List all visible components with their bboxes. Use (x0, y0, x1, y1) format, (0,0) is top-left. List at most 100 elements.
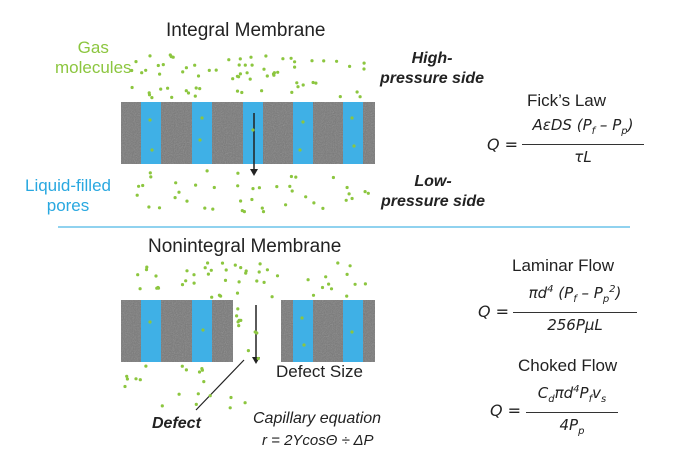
gas-molecule-dot (239, 199, 243, 203)
gas-molecule-dot (362, 67, 366, 71)
gas-molecule-dot (322, 59, 326, 63)
ficks-lhs: Q = (487, 135, 519, 154)
gas-molecule-dot (298, 148, 302, 152)
high-pressure-label: High- pressure side (380, 50, 485, 87)
gas-molecule-dot (148, 118, 152, 122)
gas-molecule-dot (301, 83, 305, 87)
gas-molecule-dot (236, 184, 240, 188)
gas-molecule-dot (350, 196, 354, 201)
gas-molecule-dot (288, 184, 292, 188)
gas-molecule-dot (173, 196, 177, 200)
gas-molecule-dot (296, 85, 300, 89)
gas-molecule-dot (257, 270, 261, 274)
laminar-num-c: – P (576, 284, 603, 302)
choked-numerator: Cdπd4Pfvs (526, 381, 618, 409)
gas-molecule-dot (240, 90, 244, 95)
gas-molecule-dot (227, 58, 231, 62)
nonintegral-left-texture (121, 300, 233, 362)
gas-molecule-dot (177, 392, 181, 396)
gas-molecule-dot (125, 377, 129, 381)
gas-molecule-dot (201, 328, 205, 332)
gas-molecule-dot (281, 57, 285, 61)
gas-molecule-dot (347, 192, 351, 196)
gas-molecule-dot (141, 183, 145, 188)
gas-molecule-dot (231, 77, 235, 81)
gas-molecule-dot (335, 59, 339, 63)
gas-molecule-dot (237, 63, 241, 67)
gas-molecule-dot (192, 273, 196, 277)
laminar-num-d: ) (615, 284, 622, 302)
choked-num-sup4: 4 (573, 384, 580, 395)
gas-molecule-dot (238, 57, 242, 61)
capillary-label: Capillary equation (253, 410, 382, 427)
integral-arrow-head (250, 169, 258, 176)
integral-pore-3 (243, 102, 263, 164)
gas-molecule-dot (223, 278, 228, 282)
choked-den-a: 4P (559, 416, 579, 434)
gas-molecule-dot (149, 175, 153, 179)
choked-fraction: Cdπd4Pfvs 4Pp (526, 381, 618, 441)
gas-molecule-dot (123, 384, 127, 389)
gas-molecule-dot (245, 71, 249, 75)
choked-num-c: P (579, 384, 589, 402)
integral-pore-5 (343, 102, 363, 164)
gas-molecule-dot (294, 175, 298, 179)
gas-molecule-dot (193, 63, 197, 67)
gas-molecule-dot (144, 364, 148, 368)
gas-molecule-dot (211, 207, 215, 211)
gas-molecule-dot (156, 285, 160, 290)
ficks-denominator: τL (574, 148, 592, 166)
ficks-num-a: AεDS (P (532, 116, 592, 134)
gas-molecule-dot (144, 268, 149, 272)
gas-molecule-dot (150, 148, 154, 152)
gas-molecule-dot (185, 199, 189, 203)
ficks-num-mid: – P (595, 116, 622, 134)
gas-molecule-dot (145, 265, 149, 269)
gas-molecule-dot (150, 96, 154, 100)
gas-molecule-dot (311, 80, 315, 85)
gas-molecule-dot (200, 367, 204, 371)
gas-molecule-dot (320, 285, 325, 290)
gas-molecule-dot (272, 73, 276, 77)
gas-molecule-dot (251, 187, 255, 191)
gas-molecule-dot (264, 54, 268, 58)
defect-pointer-line (195, 359, 245, 411)
low-pressure-label: Low- pressure side (381, 173, 486, 210)
gas-molecule-dot (170, 95, 174, 99)
gas-molecule-dot (181, 70, 185, 74)
gas-molecule-dot (140, 71, 144, 75)
integral-membrane (121, 102, 375, 176)
gas-molecule-dot (363, 282, 367, 286)
laminar-num-a: πd (528, 284, 548, 302)
gas-molecule-dot (138, 287, 142, 291)
laminar-numerator: πd4 (Pf – Pp2) (513, 281, 637, 309)
gas-molecule-dot (306, 278, 310, 282)
integral-title: Integral Membrane (166, 20, 326, 41)
gas-molecule-dot (348, 264, 352, 268)
ficks-num-sub-p: p (621, 126, 628, 137)
gas-molecule-dot (130, 85, 134, 90)
gas-molecule-dot (262, 280, 266, 284)
integral-pore-2 (192, 102, 212, 164)
ficks-num-end: ) (627, 116, 634, 134)
gas-molecule-dot (236, 171, 240, 175)
ficks-title: Fick’s Law (527, 91, 607, 110)
gas-molecule-dot (198, 87, 202, 91)
gas-molecule-dot (136, 273, 140, 277)
gas-molecule-dot (246, 349, 250, 353)
choked-num-sub-d: d (548, 394, 555, 405)
gas-molecule-dot (135, 193, 139, 197)
integral-pore-1 (141, 102, 161, 164)
gas-molecule-dot (184, 89, 188, 93)
gas-molecule-dot (148, 54, 152, 58)
ficks-fraction: AεDS (Pf – Pp) τL (522, 116, 644, 166)
gas-molecule-dot (168, 53, 172, 57)
gas-molecule-dot (237, 280, 241, 284)
gas-molecule-dot (338, 95, 342, 99)
laminar-num-b: (P (553, 284, 574, 302)
gas-molecule-dot (159, 87, 163, 91)
gas-molecule-dot (253, 330, 257, 334)
gas-molecule-dot (363, 190, 367, 194)
laminar-title: Laminar Flow (512, 256, 615, 275)
gas-molecule-dot (289, 174, 293, 179)
